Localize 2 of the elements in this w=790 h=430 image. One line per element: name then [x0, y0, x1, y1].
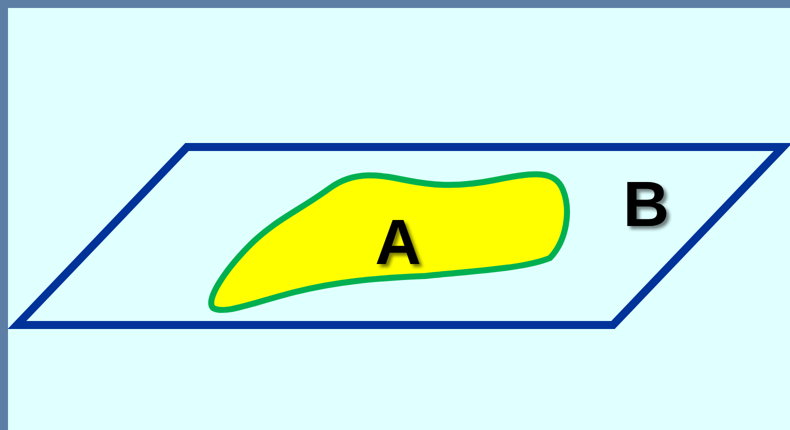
plane-label: B: [623, 172, 670, 236]
region-label: A: [375, 210, 422, 274]
